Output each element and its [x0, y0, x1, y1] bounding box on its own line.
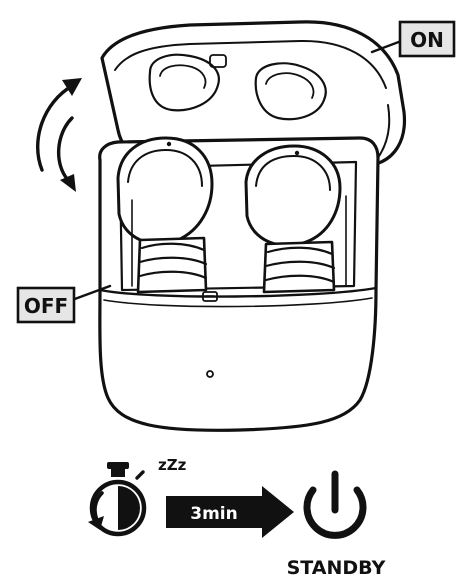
left-earbud: [116, 136, 214, 294]
duration-text: 3min: [190, 504, 237, 524]
standby-caption: STANDBY: [287, 557, 386, 579]
right-earbud: [244, 144, 347, 294]
on-label-text: ON: [410, 28, 444, 52]
power-icon: [303, 470, 367, 539]
standby-row: zZz 3min STANDBY: [88, 456, 386, 579]
duration-arrow: 3min: [166, 486, 294, 538]
sleep-text: zZz: [158, 456, 187, 474]
on-label: ON: [370, 20, 456, 58]
off-label: OFF: [16, 284, 112, 324]
rotate-arrows-icon: [36, 78, 82, 192]
charging-case: [98, 20, 407, 432]
stopwatch-icon: [88, 462, 147, 537]
off-label-text: OFF: [24, 294, 68, 318]
